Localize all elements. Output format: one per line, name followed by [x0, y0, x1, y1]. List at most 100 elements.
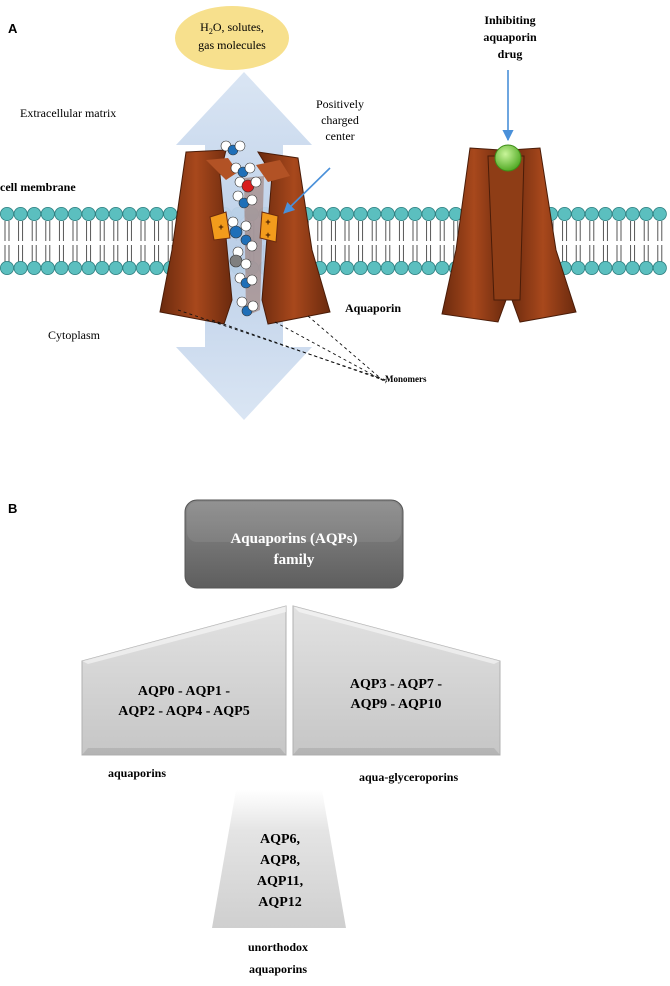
aqp-family-title-line2: family [274, 552, 315, 568]
charge-sign-right-2: + [265, 230, 270, 240]
aquaporins-caption: aquaporins [108, 766, 166, 780]
molecule-atom [244, 162, 256, 174]
lipid-head [407, 260, 422, 275]
molecule-atom [229, 254, 243, 268]
lipid-head [326, 206, 341, 221]
lipid-head [652, 260, 667, 275]
positive-charge-markers: + + + [209, 211, 279, 243]
panel-b-label: B [8, 501, 17, 516]
lipid-head [584, 260, 599, 275]
charge-sign-right-1: + [265, 217, 270, 227]
lipid-head [353, 206, 368, 221]
lipid-head [122, 206, 137, 221]
aquaporin-label: Aquaporin [345, 301, 401, 315]
aquaporins-members-line2: AQP2 - AQP4 - AQP5 [118, 704, 249, 719]
aquaporin-blocked [441, 147, 577, 323]
extracellular-label: Extracellular matrix [20, 106, 116, 120]
lipid-head [380, 206, 395, 221]
lipid-head [407, 206, 422, 221]
charge-sign-left: + [218, 222, 223, 232]
lipid-head [13, 260, 28, 275]
lipid-head [639, 206, 654, 221]
flux-bubble-line1: H2O, solutes, [200, 20, 264, 36]
monomer-dashed-lines [177, 309, 387, 384]
unorthodox-members-line2: AQP8, [260, 853, 300, 868]
lipid-head [598, 206, 613, 221]
lipid-head [394, 206, 409, 221]
inhibitor-drug [494, 144, 522, 172]
lipid-head [339, 206, 354, 221]
lipid-head [394, 260, 409, 275]
lipid-head [81, 206, 96, 221]
lipid-head [27, 206, 42, 221]
positive-center-line3: center [325, 129, 354, 143]
lipid-head [421, 206, 436, 221]
molecule-atom [227, 216, 239, 228]
lipid-head [95, 260, 110, 275]
inhibitor-line3: drug [498, 47, 523, 61]
positive-center-line2: charged [321, 113, 359, 127]
aquaporins-group-box [81, 605, 287, 756]
unorthodox-members-line3: AQP11, [257, 874, 303, 889]
molecule-atom [240, 258, 252, 270]
unorthodox-members-line1: AQP6, [260, 832, 300, 847]
molecule-atom [250, 176, 262, 188]
molecule-atom [229, 225, 243, 239]
permeating-molecules [220, 140, 262, 317]
lipid-head [108, 206, 123, 221]
monomers-label: Monomers [385, 374, 427, 384]
lipid-head [0, 206, 14, 221]
aqua-glyceroporins-group-box [292, 605, 501, 756]
lipid-head [571, 260, 586, 275]
aqp-family-title-line1: Aquaporins (AQPs) [230, 531, 357, 547]
lipid-head [625, 260, 640, 275]
molecule-atom [246, 240, 258, 252]
molecule-atom [246, 274, 258, 286]
lipid-head [571, 206, 586, 221]
aqua-glyceroporins-caption: aqua-glyceroporins [359, 770, 458, 784]
lipid-head [122, 260, 137, 275]
unorthodox-caption-line2: aquaporins [249, 962, 307, 976]
inhibitor-line1: Inhibiting [484, 13, 535, 27]
lipid-head [639, 260, 654, 275]
unorthodox-aquaporins-group-box [212, 790, 346, 928]
lipid-head [557, 206, 572, 221]
lipid-head [435, 206, 450, 221]
lipid-head [312, 206, 327, 221]
lipid-head [54, 260, 69, 275]
lipid-head [435, 260, 450, 275]
lipid-head [339, 260, 354, 275]
lipid-head [163, 206, 178, 221]
lipid-head [95, 206, 110, 221]
lipid-head [612, 260, 627, 275]
unorthodox-members-line4: AQP12 [258, 895, 302, 910]
inhibitor-line2: aquaporin [483, 30, 537, 44]
molecule-atom [236, 296, 248, 308]
glyceroporins-members-line1: AQP3 - AQP7 - [350, 677, 442, 692]
lipid-head [68, 260, 83, 275]
lipid-head [40, 260, 55, 275]
molecule-atom [246, 194, 258, 206]
lipid-head [353, 260, 368, 275]
flux-bubble-line2: gas molecules [198, 38, 266, 52]
lipid-head [421, 260, 436, 275]
lipid-bilayer [0, 206, 667, 275]
lipid-head [68, 206, 83, 221]
lipid-head [367, 260, 382, 275]
lipid-head [380, 260, 395, 275]
lipid-head [367, 206, 382, 221]
aqp-family-root-box [184, 499, 404, 589]
cell-membrane-label: cell membrane [0, 180, 76, 194]
lipid-head [13, 206, 28, 221]
flux-bubble [175, 6, 289, 70]
lipid-head [54, 206, 69, 221]
panel-a-label: A [8, 21, 18, 36]
charge-pointer-arrow [283, 167, 331, 214]
lipid-head [612, 206, 627, 221]
positive-center-line1: Positively [316, 97, 364, 111]
lipid-head [625, 206, 640, 221]
lipid-head [598, 260, 613, 275]
lipid-head [27, 260, 42, 275]
lipid-head [584, 206, 599, 221]
